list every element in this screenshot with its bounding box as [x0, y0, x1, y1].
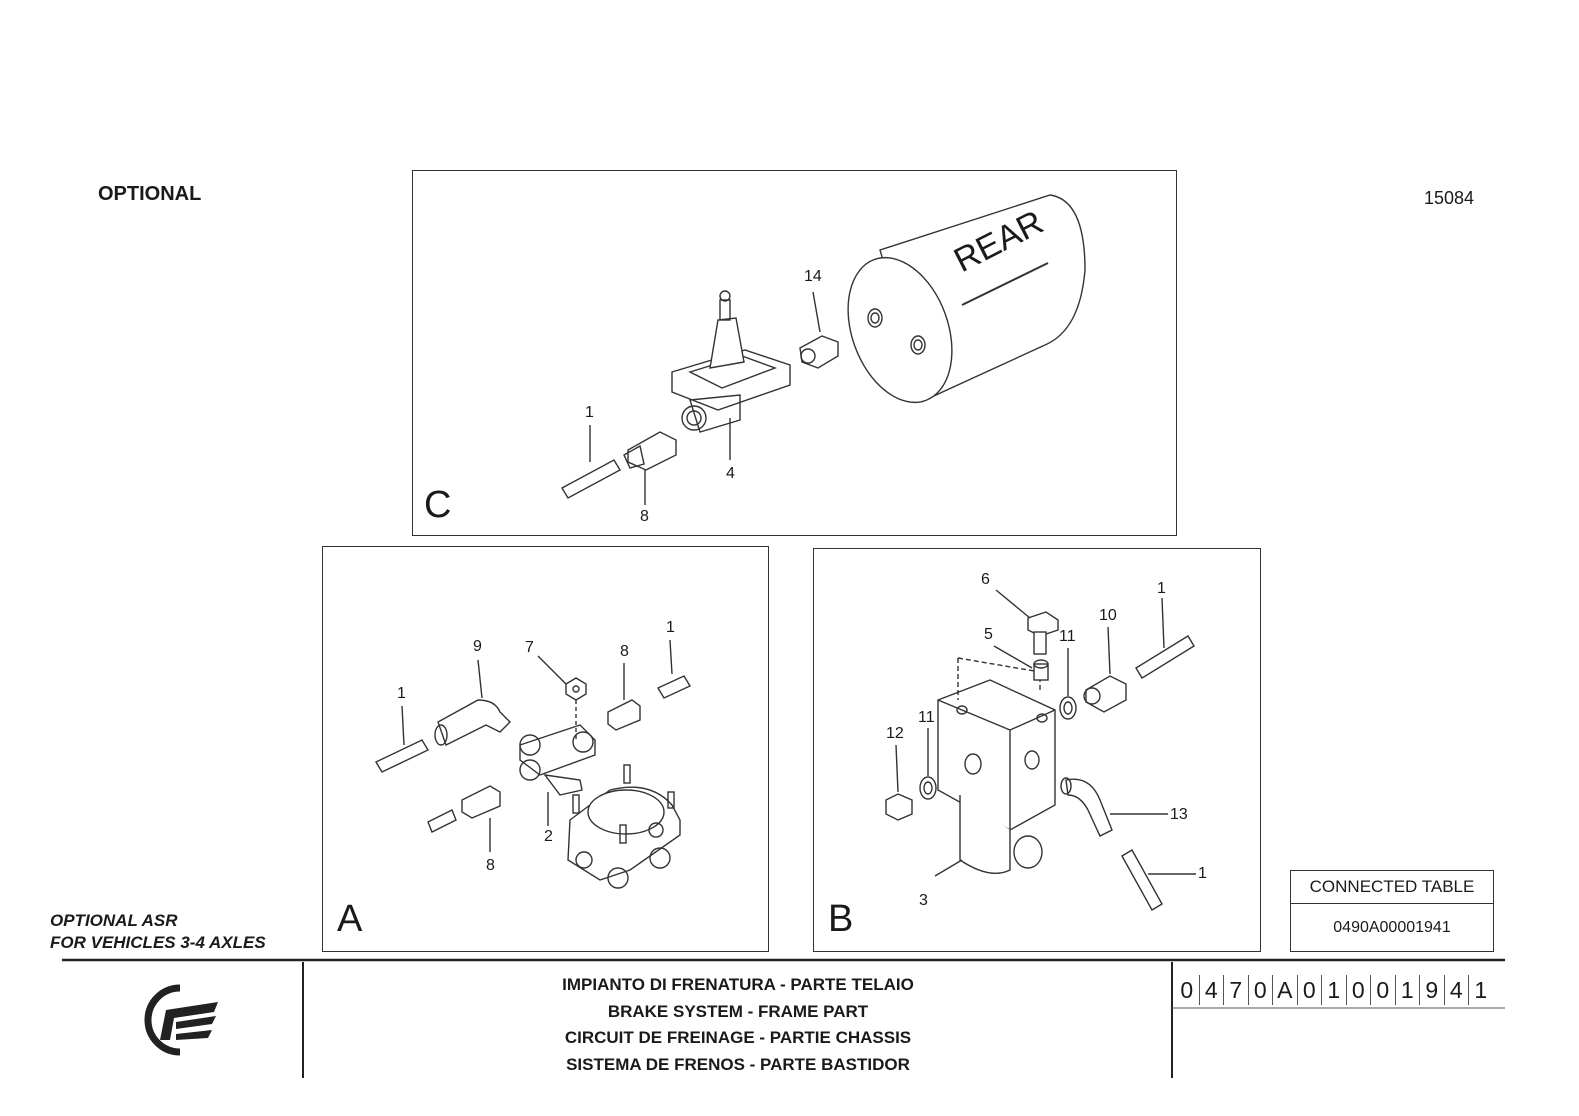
- callout-1: 1: [585, 404, 594, 421]
- connected-table: CONNECTED TABLE 0490A00001941: [1290, 870, 1494, 952]
- callout-1: 1: [1157, 580, 1166, 597]
- title-it: IMPIANTO DI FRENATURA - PARTE TELAIO: [562, 975, 914, 994]
- washer-11-left: [919, 728, 937, 800]
- callout-8: 8: [486, 857, 495, 874]
- callout-11: 11: [918, 709, 935, 726]
- panel-b-letter: B: [828, 898, 854, 940]
- panel-c-letter: C: [424, 484, 452, 526]
- title-es: SISTEMA DE FRENOS - PARTE BASTIDOR: [566, 1054, 910, 1074]
- asr-valve-block: [934, 657, 1056, 877]
- spacer-5: [993, 645, 1049, 681]
- nipple-14: [799, 291, 839, 369]
- pipe-1-a-left: [375, 705, 429, 773]
- asr-note: OPTIONAL ASR FOR VEHICLES 3-4 AXLES: [50, 910, 266, 954]
- callout-8: 8: [640, 508, 649, 525]
- code-char: 4: [1443, 975, 1469, 1005]
- panel-a-frame: [322, 546, 769, 952]
- callout-7: 7: [525, 639, 534, 656]
- fitting-8-c: [623, 431, 677, 505]
- callout-10: 10: [1099, 607, 1117, 624]
- callout-5: 5: [984, 626, 993, 643]
- callout-4: 4: [726, 465, 735, 482]
- code-char: 7: [1223, 975, 1248, 1005]
- title-fr: CIRCUIT DE FREINAGE - PARTIE CHASSIS: [564, 1028, 912, 1047]
- relay-valve: [567, 764, 681, 889]
- callout-3: 3: [919, 892, 928, 909]
- callout-8: 8: [620, 643, 629, 660]
- pipe-1-b-top: [1135, 597, 1195, 679]
- bolt-6: [995, 589, 1059, 655]
- drawing-title: IMPIANTO DI FRENATURA - PARTE TELAIO BRA…: [304, 972, 1172, 1078]
- panel-b-frame: [813, 548, 1261, 952]
- panel-c-frame: [412, 170, 1177, 536]
- code-char: 0: [1345, 975, 1371, 1005]
- washer-11-right: [1059, 648, 1077, 720]
- elbow-13: [1060, 777, 1168, 837]
- callout-1: 1: [666, 619, 675, 636]
- code-char: A: [1272, 975, 1297, 1005]
- code-char: 1: [1321, 975, 1346, 1005]
- callout-11: 11: [1059, 628, 1076, 645]
- callout-2: 2: [544, 828, 553, 845]
- fitting-8-a-bottom: [427, 785, 501, 852]
- code-char: 9: [1419, 975, 1444, 1005]
- fitting-10: [1083, 626, 1127, 713]
- pipe-1-a-top: [656, 639, 692, 699]
- elbow-9: [434, 659, 511, 746]
- plug-12: [885, 744, 913, 821]
- connected-table-label: CONNECTED TABLE: [1291, 871, 1493, 904]
- code-char: 1: [1468, 975, 1493, 1005]
- rear-air-tank: [847, 194, 1086, 404]
- panel-a-letter: A: [337, 898, 363, 940]
- code-char: 0: [1370, 975, 1395, 1005]
- callout-1: 1: [1198, 865, 1207, 882]
- code-char: 0: [1180, 977, 1194, 1003]
- code-char: 0: [1296, 975, 1322, 1005]
- drawing-code: 0 4 7 0 A 0 1 0 0 1 9 4 1: [1175, 975, 1493, 1005]
- code-char: 0: [1247, 975, 1273, 1005]
- nut-7: [537, 655, 587, 740]
- connected-table-value: 0490A00001941: [1333, 919, 1451, 936]
- asr-note-line2: FOR VEHICLES 3-4 AXLES: [50, 933, 266, 952]
- fitting-8-a-top: [607, 663, 641, 731]
- code-char: 1: [1394, 975, 1420, 1005]
- callout-1: 1: [397, 685, 406, 702]
- code-char: 4: [1198, 975, 1224, 1005]
- company-logo: [144, 984, 218, 1056]
- title-en: BRAKE SYSTEM - FRAME PART: [607, 1001, 869, 1021]
- asr-note-line1: OPTIONAL ASR: [50, 911, 178, 930]
- callout-13: 13: [1170, 806, 1188, 823]
- callout-6: 6: [981, 571, 990, 588]
- callout-12: 12: [886, 725, 904, 742]
- sheet-number: 15084: [1424, 188, 1475, 208]
- optional-label: OPTIONAL: [98, 183, 202, 205]
- pressure-valve: [671, 290, 791, 460]
- callout-14: 14: [804, 268, 822, 285]
- pipe-1-c: [561, 425, 621, 499]
- pipe-1-b-bottom: [1121, 849, 1196, 911]
- callout-9: 9: [473, 638, 482, 655]
